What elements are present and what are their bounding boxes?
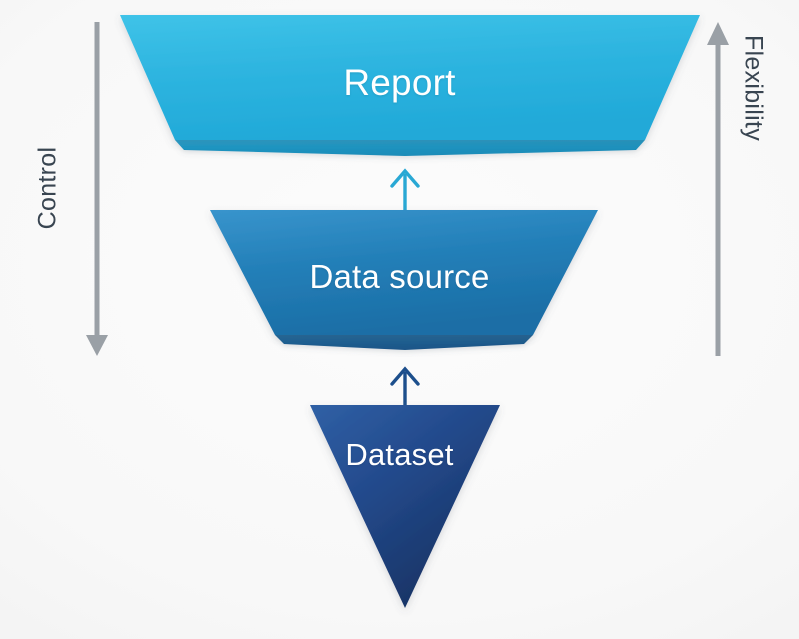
- stage-dataset-body[interactable]: [310, 405, 500, 608]
- connector-arrowhead-upper: [390, 168, 420, 188]
- stage-data-source[interactable]: [210, 210, 598, 350]
- connector-dataset-to-data-source: [390, 366, 420, 406]
- stage-data-source-fold: [275, 335, 533, 350]
- control-axis-arrow: [86, 22, 108, 356]
- control-axis-arrowhead-down-icon: [86, 335, 108, 356]
- flexibility-axis-arrowhead-up-icon: [707, 22, 729, 45]
- connector-arrowhead-lower: [390, 366, 420, 386]
- stage-report-body[interactable]: [120, 15, 700, 140]
- stage-report[interactable]: [120, 15, 700, 156]
- stage-report-fold: [175, 140, 645, 156]
- flexibility-axis-arrow: [707, 22, 729, 356]
- stage-data-source-body[interactable]: [210, 210, 598, 335]
- connector-data-source-to-report: [390, 168, 420, 212]
- stage-dataset[interactable]: [310, 405, 500, 608]
